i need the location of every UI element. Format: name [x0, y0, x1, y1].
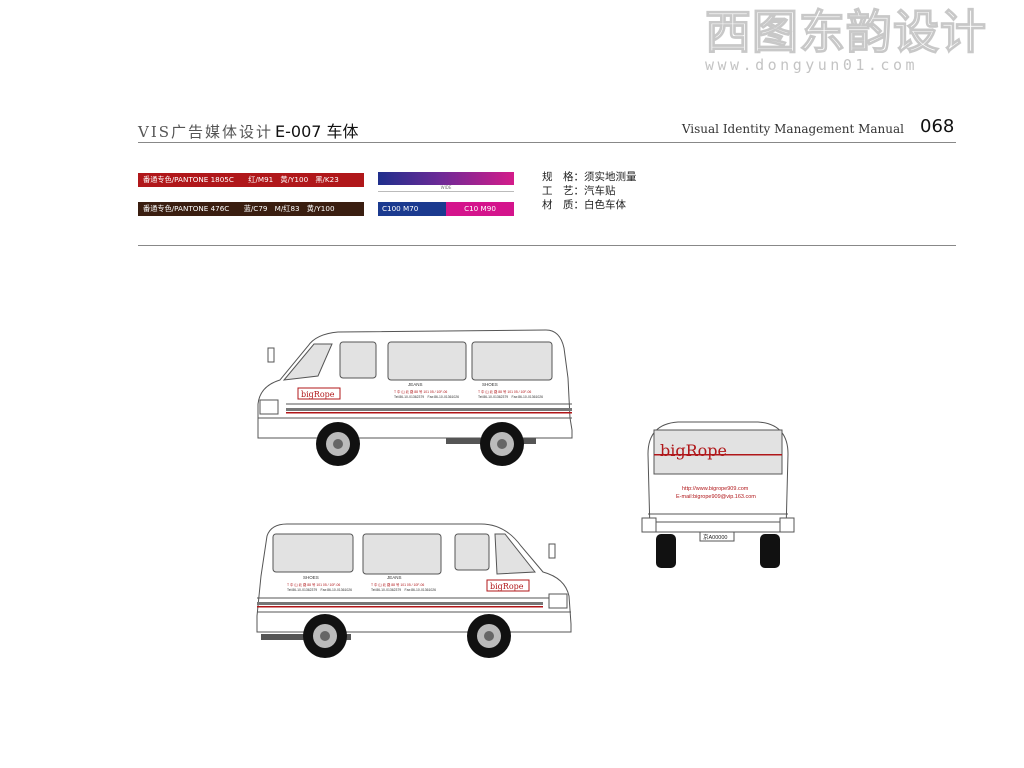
- license-plate: 京A00000: [703, 533, 727, 541]
- spec-material: 材 质：白色车体: [542, 199, 626, 211]
- van-right-addr-1: T 中 山 北 路 88 号 101 05 / 10F-06: [287, 582, 340, 587]
- section-code: E-007 车体: [275, 122, 359, 141]
- van-right-side: bigRope SHOES JEANS T 中 山 北 路 88 号 101 0…: [256, 523, 572, 658]
- spec-process: 工 艺：汽车贴: [542, 185, 616, 197]
- van-right-brand: bigRope: [490, 582, 524, 591]
- page-number: 068: [920, 116, 955, 137]
- van-left-side: bigRope JEANS SHOES T 中 山 北 路 88 号 101 0…: [257, 329, 573, 466]
- van-right-addr-2: T 中 山 北 路 88 号 101 05 / 10F-06: [371, 582, 424, 587]
- gradient-bar: [378, 172, 514, 185]
- van-rear-url: http://www.bigrope909.com: [682, 486, 749, 492]
- header-divider: [138, 142, 956, 143]
- series-title: VIS广告媒体设计: [138, 123, 274, 141]
- van-left-brand: bigRope: [301, 390, 335, 399]
- van-left-label-jeans: JEANS: [408, 382, 423, 387]
- van-right-tel-1: Tel:86-10-01362379 Fax:86-10-01361026: [287, 588, 352, 592]
- manual-title: Visual Identity Management Manual: [681, 122, 904, 136]
- color-chip-magenta: C10 M90: [446, 202, 514, 216]
- watermark-title: 西图东韵设计: [704, 5, 987, 59]
- gradient-label: WIDE: [378, 185, 514, 192]
- pantone-red-swatch: 番通专色/PANTONE 1805C 红/M91 黄/Y100 黑/K23: [138, 173, 364, 187]
- van-right-label-shoes: SHOES: [303, 575, 319, 580]
- van-left-tel-2: Tel:86-10-01362379 Fax:86-10-01361026: [478, 395, 543, 399]
- van-left-label-shoes: SHOES: [482, 382, 498, 387]
- van-right-tel-2: Tel:86-10-01362379 Fax:86-10-01361026: [371, 588, 436, 592]
- van-left-addr-2: T 中 山 北 路 88 号 101 05 / 10F-06: [478, 389, 531, 394]
- watermark: 西图东韵设计 www.dongyun01.com: [704, 5, 987, 74]
- spec-size: 规 格：须实地测量: [542, 171, 637, 183]
- van-rear-email: E-mail:bigrope909@vip.163.com: [676, 494, 756, 500]
- van-left-addr-1: T 中 山 北 路 88 号 101 05 / 10F-06: [394, 389, 447, 394]
- section-divider: [138, 245, 956, 246]
- spec-list: 规 格：须实地测量 工 艺：汽车贴 材 质：白色车体: [542, 170, 637, 212]
- van-left-tel-1: Tel:86-10-01362379 Fax:86-10-01361026: [394, 395, 459, 399]
- color-chip-blue: C100 M70: [378, 202, 446, 216]
- van-rear: bigRope http://www.bigrope909.com E-mail…: [641, 421, 795, 568]
- van-right-label-jeans: JEANS: [387, 575, 402, 580]
- pantone-brown-swatch: 番通专色/PANTONE 476C 蓝/C79 M/红83 黄/Y100: [138, 202, 364, 216]
- van-rear-brand: bigRope: [660, 441, 727, 460]
- watermark-url: www.dongyun01.com: [705, 56, 919, 74]
